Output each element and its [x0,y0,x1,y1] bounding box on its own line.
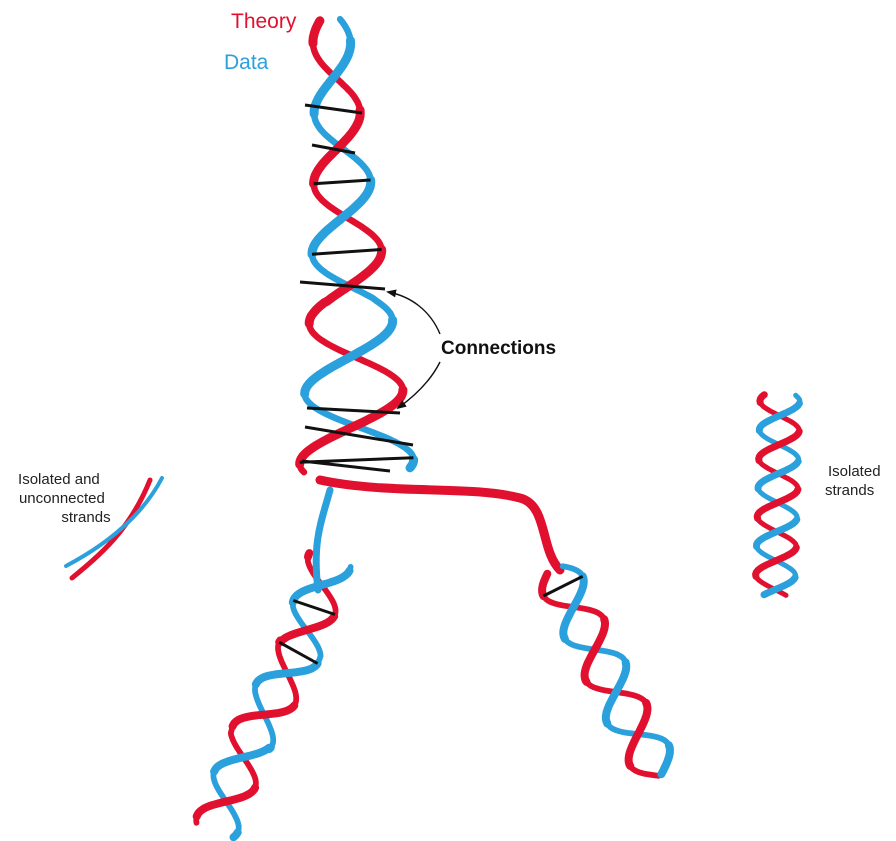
left-branch-helix-connection-rung [293,601,335,615]
right-branch-helix-theory-strand-back [630,766,658,776]
left-branch-helix-theory-strand-front [308,553,309,557]
main-helix-theory-strand-front [313,21,320,44]
left-branch-helix-data-strand-front [234,832,238,837]
left-branch-helix-theory-strand-front [279,616,334,642]
main-helix-data-strand-front [410,460,414,468]
main-connection-rung [302,461,390,471]
left-branch-helix-data-strand-front [293,571,350,603]
right-branch-helix-data-strand-front [661,745,670,774]
main-helix-connection-rung [312,250,382,255]
main-helix-data-strand-front [314,41,351,114]
left-branch-helix-connection-rung [279,642,317,663]
connections-layer [279,105,583,664]
right-branch-helix-theory-strand-front [542,574,547,596]
theory-label: Theory [231,10,297,33]
branch-data-strand [316,490,330,590]
branch-theory-strand [320,480,560,570]
isolated-strands-label: Isolated strands [825,463,885,499]
isolated-and-unconnected-label: Isolated and unconnected strands [18,471,111,526]
isolated-right-helix-theory-strand-front [760,395,764,403]
main-helix-data-strand-front [305,320,393,394]
left-branch-helix-theory-strand-front [197,788,255,817]
main-helix-connection-rung [314,180,371,184]
main-helix-theory-strand-front [300,390,403,464]
connection-arrow-upper [388,292,440,334]
strands-layer [66,19,800,837]
data-label: Data [224,51,269,74]
connections-label: Connections [441,338,556,359]
main-helix-data-strand-front [312,180,371,254]
